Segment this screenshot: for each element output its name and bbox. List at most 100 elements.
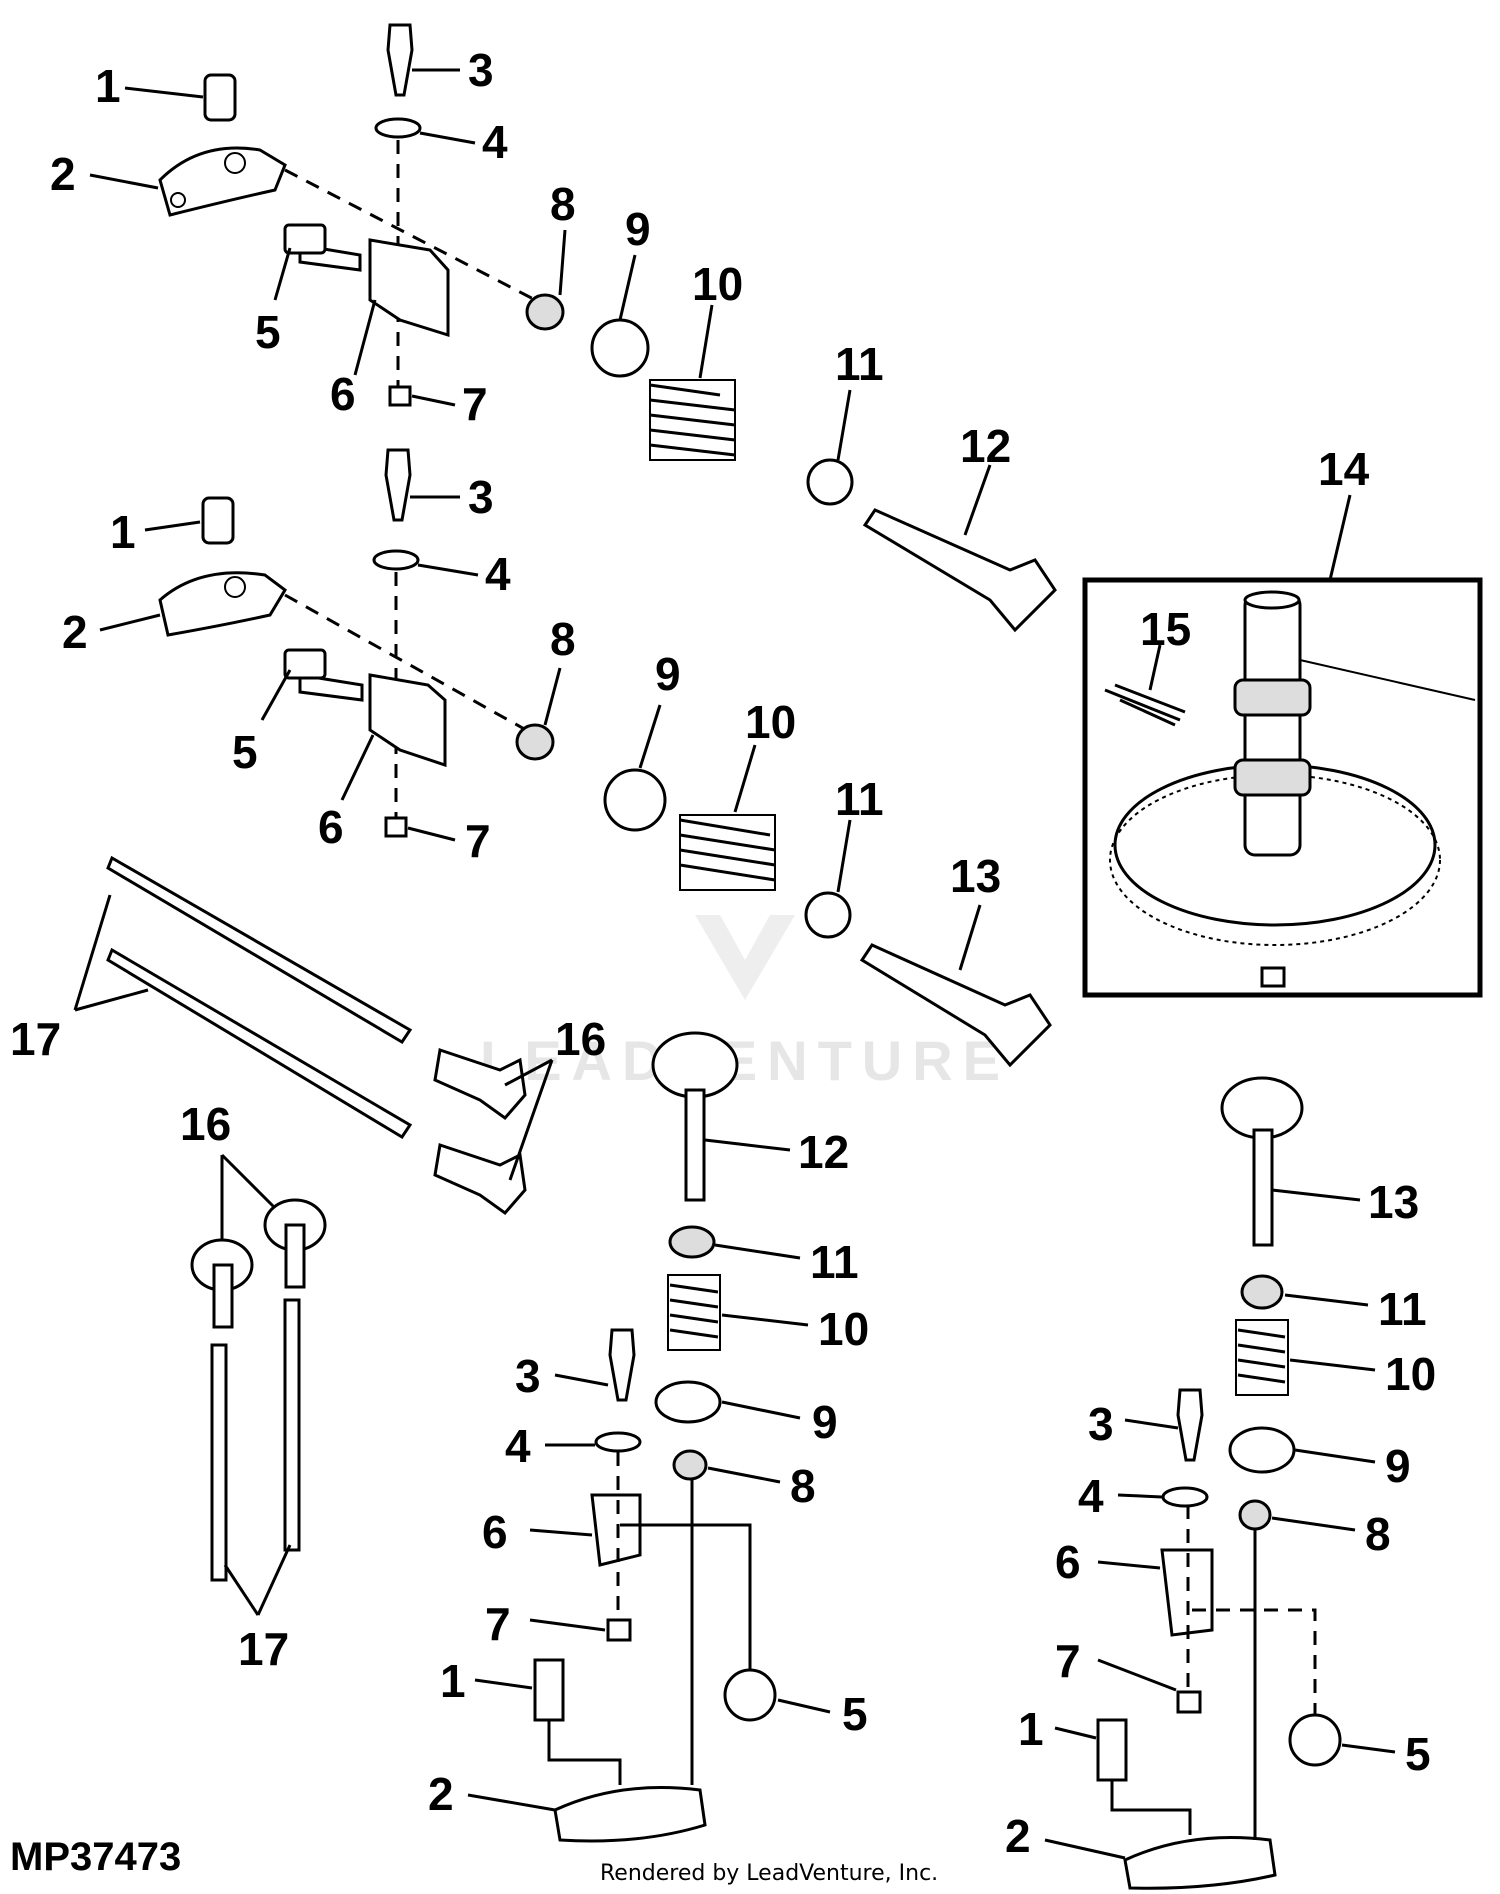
rocker-arm-part — [158, 571, 287, 637]
exhaust-valve-part — [859, 943, 1052, 1068]
callout-a12: 12 — [960, 420, 1011, 472]
callout-a7: 7 — [462, 378, 488, 430]
middle-rocker-assembly — [158, 448, 1052, 1068]
valve-keeper-part — [1240, 1274, 1284, 1310]
rocker-stud-nut-part — [201, 496, 235, 545]
callout-f7: 7 — [1055, 1635, 1081, 1687]
figure-id: MP37473 — [10, 1835, 181, 1879]
callout-b3: 3 — [468, 471, 494, 523]
callout-e2: 2 — [428, 1768, 454, 1820]
watermark-logo: LEADVENTURE — [480, 915, 1010, 1092]
rocker-stud-nut-part — [533, 1658, 565, 1722]
guide-plate-part — [368, 238, 450, 338]
valve-spring-part — [679, 814, 776, 891]
nut-part — [384, 816, 408, 838]
nut-part — [606, 1618, 632, 1642]
retainer-part — [603, 768, 667, 832]
callout-f1: 1 — [1018, 1703, 1044, 1755]
valve-stem-part — [1252, 1128, 1274, 1247]
callout-c14: 14 — [1318, 443, 1370, 495]
lower-right-callouts: 13 11 10 9 3 4 8 6 7 1 5 2 — [1005, 1176, 1436, 1862]
pushrod-part — [106, 855, 413, 1045]
callout-c15: 15 — [1140, 603, 1191, 655]
camshaft-assembly — [1082, 577, 1483, 998]
callout-b8: 8 — [550, 613, 576, 665]
valve-cap-part — [525, 293, 565, 331]
callout-f4: 4 — [1078, 1470, 1104, 1522]
lower-center-assembly — [533, 1031, 777, 1843]
callout-b10: 10 — [745, 696, 796, 748]
spring-pin-part — [1104, 683, 1186, 727]
rocker-arm-part — [1123, 1836, 1277, 1890]
valve-stem-part — [684, 1088, 706, 1202]
tappet-part — [433, 1048, 527, 1121]
watermark-text: LEADVENTURE — [480, 1029, 1010, 1092]
callout-b7: 7 — [465, 815, 491, 867]
guide-plate-part — [368, 673, 447, 768]
rocker-stud-nut-part — [1096, 1718, 1128, 1782]
callout-d17a: 17 — [10, 1013, 61, 1065]
callout-f13: 13 — [1368, 1176, 1419, 1228]
camshaft-box — [1082, 577, 1483, 998]
screw-part — [1176, 1388, 1204, 1462]
callout-a1: 1 — [95, 60, 121, 112]
valve-spring-part — [649, 379, 736, 461]
washer-part — [372, 549, 420, 571]
guide-plate-part — [1160, 1548, 1214, 1637]
callout-a8: 8 — [550, 178, 576, 230]
washer-part — [594, 1431, 642, 1453]
callout-e9: 9 — [812, 1396, 838, 1448]
callout-e7: 7 — [485, 1598, 511, 1650]
lower-center-callouts: 12 11 10 9 3 4 8 6 7 1 5 2 — [428, 1126, 869, 1820]
nut-part — [1176, 1690, 1202, 1714]
screw-part — [384, 448, 412, 522]
callout-d16a: 16 — [555, 1013, 606, 1065]
callout-a10: 10 — [692, 258, 743, 310]
camshaft-callouts: 14 15 — [1140, 443, 1370, 691]
callout-b4: 4 — [485, 548, 511, 600]
callout-a6: 6 — [330, 368, 356, 420]
callout-e6: 6 — [482, 1506, 508, 1558]
callout-a3: 3 — [468, 44, 494, 96]
callout-f2: 2 — [1005, 1810, 1031, 1862]
callout-b5: 5 — [232, 726, 258, 778]
callout-b6: 6 — [318, 801, 344, 853]
upper-rocker-assembly — [158, 23, 1057, 633]
callout-b1: 1 — [110, 506, 136, 558]
valve-spring-part — [667, 1274, 721, 1351]
screw-part — [608, 1328, 636, 1402]
lower-right-assembly — [1096, 1076, 1342, 1890]
rocker-stud-nut-part — [203, 73, 237, 122]
nut-part — [388, 385, 412, 407]
pushrods-and-tappets — [106, 855, 527, 1582]
valve-cap-part — [672, 1449, 708, 1481]
camshaft-part — [1243, 593, 1302, 857]
callout-a2: 2 — [50, 148, 76, 200]
upper-assembly-callouts: 1 2 3 4 5 6 7 8 9 10 11 12 — [50, 44, 1011, 536]
pushrod-part — [106, 947, 413, 1140]
callout-e12: 12 — [798, 1126, 849, 1178]
callout-f3: 3 — [1088, 1398, 1114, 1450]
callout-a5: 5 — [255, 306, 281, 358]
intake-valve-part — [862, 508, 1057, 633]
valve-cap-part — [1238, 1499, 1272, 1531]
valve-keeper-part — [806, 458, 854, 506]
callout-d16b: 16 — [180, 1098, 231, 1150]
screw-part — [386, 23, 414, 97]
callout-f10: 10 — [1385, 1348, 1436, 1400]
tappet-part — [433, 1143, 527, 1216]
callout-e8: 8 — [790, 1460, 816, 1512]
valve-head-part — [651, 1031, 739, 1099]
valve-keeper-part — [668, 1225, 716, 1259]
callout-f6: 6 — [1055, 1536, 1081, 1588]
callout-f5: 5 — [1405, 1728, 1431, 1780]
callout-b9: 9 — [655, 648, 681, 700]
valve-keeper-part — [804, 891, 852, 939]
retainer-part — [1228, 1426, 1296, 1474]
callout-f9: 9 — [1385, 1440, 1411, 1492]
callout-f11: 11 — [1378, 1283, 1427, 1335]
guide-plate-part — [590, 1493, 642, 1567]
retainer-part — [654, 1380, 722, 1424]
washer-part — [1161, 1486, 1209, 1508]
